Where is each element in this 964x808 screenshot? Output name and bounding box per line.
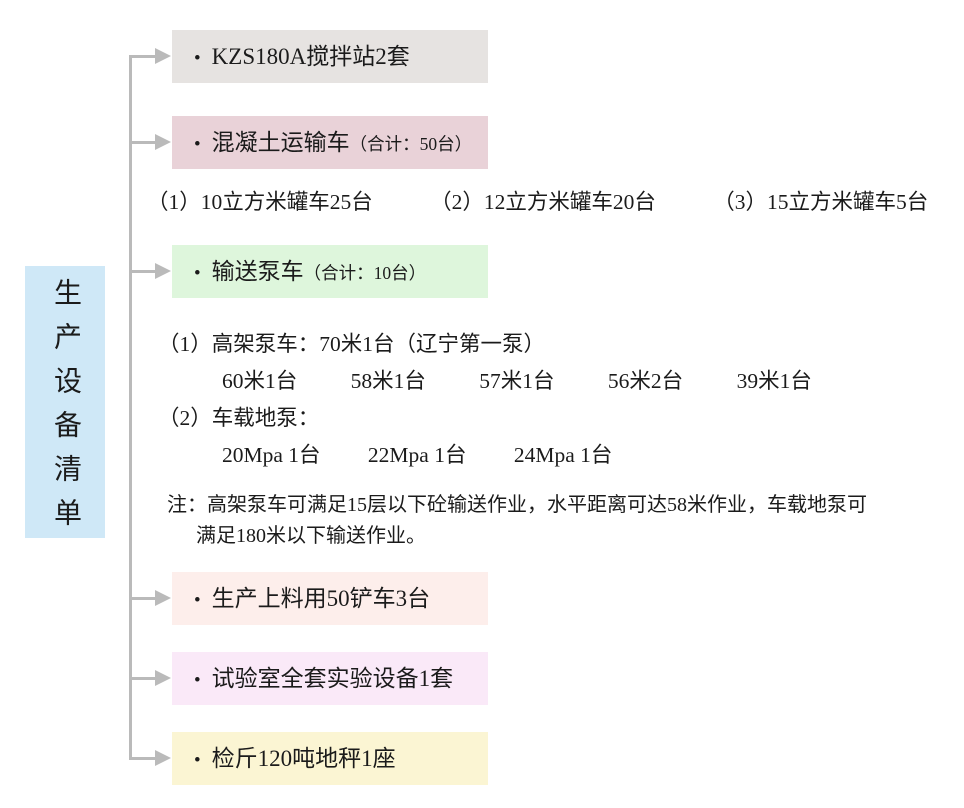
node-lab: • 试验室全套实验设备1套	[172, 652, 488, 705]
trailer-pump-pressures-line: 20Mpa 1台 22Mpa 1台 24Mpa 1台	[222, 441, 612, 469]
node-label: 检斤120吨地秤1座	[211, 746, 396, 771]
node-label: 试验室全套实验设备1套	[211, 666, 454, 691]
boom-size: 60米1台	[222, 369, 298, 393]
node-label: 生产上料用50铲车3台	[211, 586, 431, 611]
node-label: 混凝土运输车	[211, 130, 350, 155]
mixer-truck-type: （2）12立方米罐车20台	[430, 190, 656, 214]
boom-pump-line: （1）高架泵车：70米1台（辽宁第一泵）	[158, 332, 546, 356]
arrow-head-icon	[155, 48, 171, 64]
diagram-title-box: 生产设备清单	[25, 266, 105, 542]
arrow-head-icon	[155, 670, 171, 686]
boom-pump-sizes-line: 60米1台 58米1台 57米1台 56米2台 39米1台	[222, 367, 812, 395]
mixer-truck-type: （1）10立方米罐车25台	[147, 190, 373, 214]
arrow-head-icon	[155, 590, 171, 606]
boom-size: 58米1台	[350, 369, 426, 393]
trailer-pressure: 22Mpa 1台	[367, 443, 467, 467]
arrow-stem	[129, 54, 157, 58]
connector-arrow-scale	[129, 750, 171, 766]
connector-arrow-pump-trucks	[129, 263, 171, 279]
connector-arrow-loader	[129, 590, 171, 606]
bullet-icon: •	[194, 750, 201, 771]
node-label: 输送泵车	[211, 259, 304, 284]
node-count-note: （合计：50台）	[349, 134, 473, 154]
arrow-stem	[129, 596, 157, 600]
trailer-pump-line: （2）车载地泵：	[158, 406, 320, 430]
node-pump-trucks: • 输送泵车 （合计：10台）	[172, 245, 488, 298]
bullet-icon: •	[194, 590, 201, 611]
bullet-icon: •	[194, 134, 201, 155]
mixer-truck-types-line: （1）10立方米罐车25台 （2）12立方米罐车20台 （3）15立方米罐车5台	[147, 188, 928, 216]
arrow-stem	[129, 676, 157, 680]
node-label: KZS180A搅拌站2套	[211, 44, 410, 69]
arrow-head-icon	[155, 263, 171, 279]
boom-size: 57米1台	[479, 369, 555, 393]
node-mixer-trucks: • 混凝土运输车 （合计：50台）	[172, 116, 488, 169]
diagram-title: 生产设备清单	[50, 278, 81, 542]
connector-trunk-line	[129, 55, 132, 760]
trailer-pressure: 24Mpa 1台	[513, 443, 613, 467]
connector-arrow-mixer-trucks	[129, 134, 171, 150]
arrow-stem	[129, 269, 157, 273]
arrow-stem	[129, 140, 157, 144]
pump-note-line1: 注：高架泵车可满足15层以下砼输送作业，水平距离可达58米作业，车载地泵可	[167, 494, 867, 516]
connector-arrow-lab	[129, 670, 171, 686]
boom-size: 56米2台	[607, 369, 684, 393]
arrow-head-icon	[155, 134, 171, 150]
bullet-icon: •	[194, 48, 201, 69]
node-scale: • 检斤120吨地秤1座	[172, 732, 488, 785]
node-loader: • 生产上料用50铲车3台	[172, 572, 488, 625]
node-mixing-station: • KZS180A搅拌站2套	[172, 30, 488, 83]
boom-size: 39米1台	[736, 369, 812, 393]
node-count-note: （合计：10台）	[303, 263, 427, 283]
arrow-stem	[129, 756, 157, 760]
bullet-icon: •	[194, 263, 201, 284]
trailer-pressure: 20Mpa 1台	[222, 443, 321, 467]
pump-note-line2: 满足180米以下输送作业。	[196, 525, 426, 547]
bullet-icon: •	[194, 670, 201, 691]
mixer-truck-type: （3）15立方米罐车5台	[713, 190, 929, 214]
arrow-head-icon	[155, 750, 171, 766]
connector-arrow-mixing-station	[129, 48, 171, 64]
